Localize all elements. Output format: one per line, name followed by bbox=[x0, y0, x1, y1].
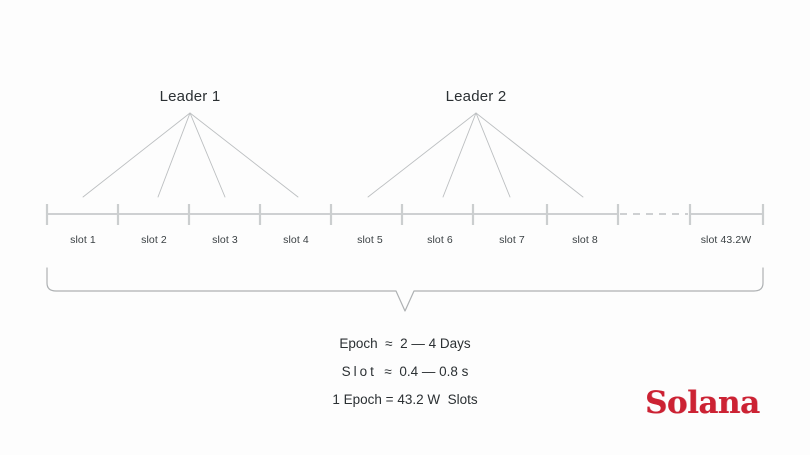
leader-2-fan-line bbox=[475, 112, 584, 198]
leader-2-fan-line bbox=[442, 112, 477, 198]
leader-1-fan-line bbox=[82, 112, 191, 198]
slot-label-3: slot 3 bbox=[212, 234, 238, 246]
slot-label-5: slot 5 bbox=[357, 234, 383, 246]
epoch-legend: Epoch ≈ 2 — 4 Days Slot ≈ 0.4 — 0.8 s 1 … bbox=[0, 330, 810, 414]
leader-2-fan-line bbox=[475, 112, 511, 198]
leader-2-fan bbox=[367, 112, 584, 198]
leader-1-fan-line bbox=[189, 112, 299, 198]
timeline-ticks bbox=[45, 204, 765, 225]
leader-1-fan-line bbox=[157, 112, 191, 198]
leader-2-label: Leader 2 bbox=[445, 88, 507, 105]
slot-label-7: slot 7 bbox=[499, 234, 525, 246]
leader-1-fan bbox=[82, 112, 299, 198]
legend-line-epoch: Epoch ≈ 2 — 4 Days bbox=[339, 336, 471, 351]
slot-label-6: slot 6 bbox=[427, 234, 453, 246]
epoch-brace bbox=[46, 267, 764, 312]
leader-1-label: Leader 1 bbox=[159, 88, 221, 105]
legend-slot-value: ≈ 0.4 — 0.8 s bbox=[376, 364, 469, 379]
leader-1-fan-line bbox=[189, 112, 226, 198]
legend-slot-label: Slot bbox=[341, 364, 377, 379]
slot-label-2: slot 2 bbox=[141, 234, 167, 246]
slot-label-4: slot 4 bbox=[283, 234, 309, 246]
legend-line-epoch-slots: 1 Epoch = 43.2 W Slots bbox=[332, 392, 478, 407]
leader-2-fan-line bbox=[367, 112, 477, 198]
slot-label-last: slot 43.2W bbox=[700, 234, 752, 246]
legend-line-slot: Slot ≈ 0.4 — 0.8 s bbox=[0, 358, 810, 386]
solana-wordmark: Solana bbox=[645, 385, 760, 421]
slot-label-1: slot 1 bbox=[70, 234, 96, 246]
slot-label-8: slot 8 bbox=[572, 234, 598, 246]
